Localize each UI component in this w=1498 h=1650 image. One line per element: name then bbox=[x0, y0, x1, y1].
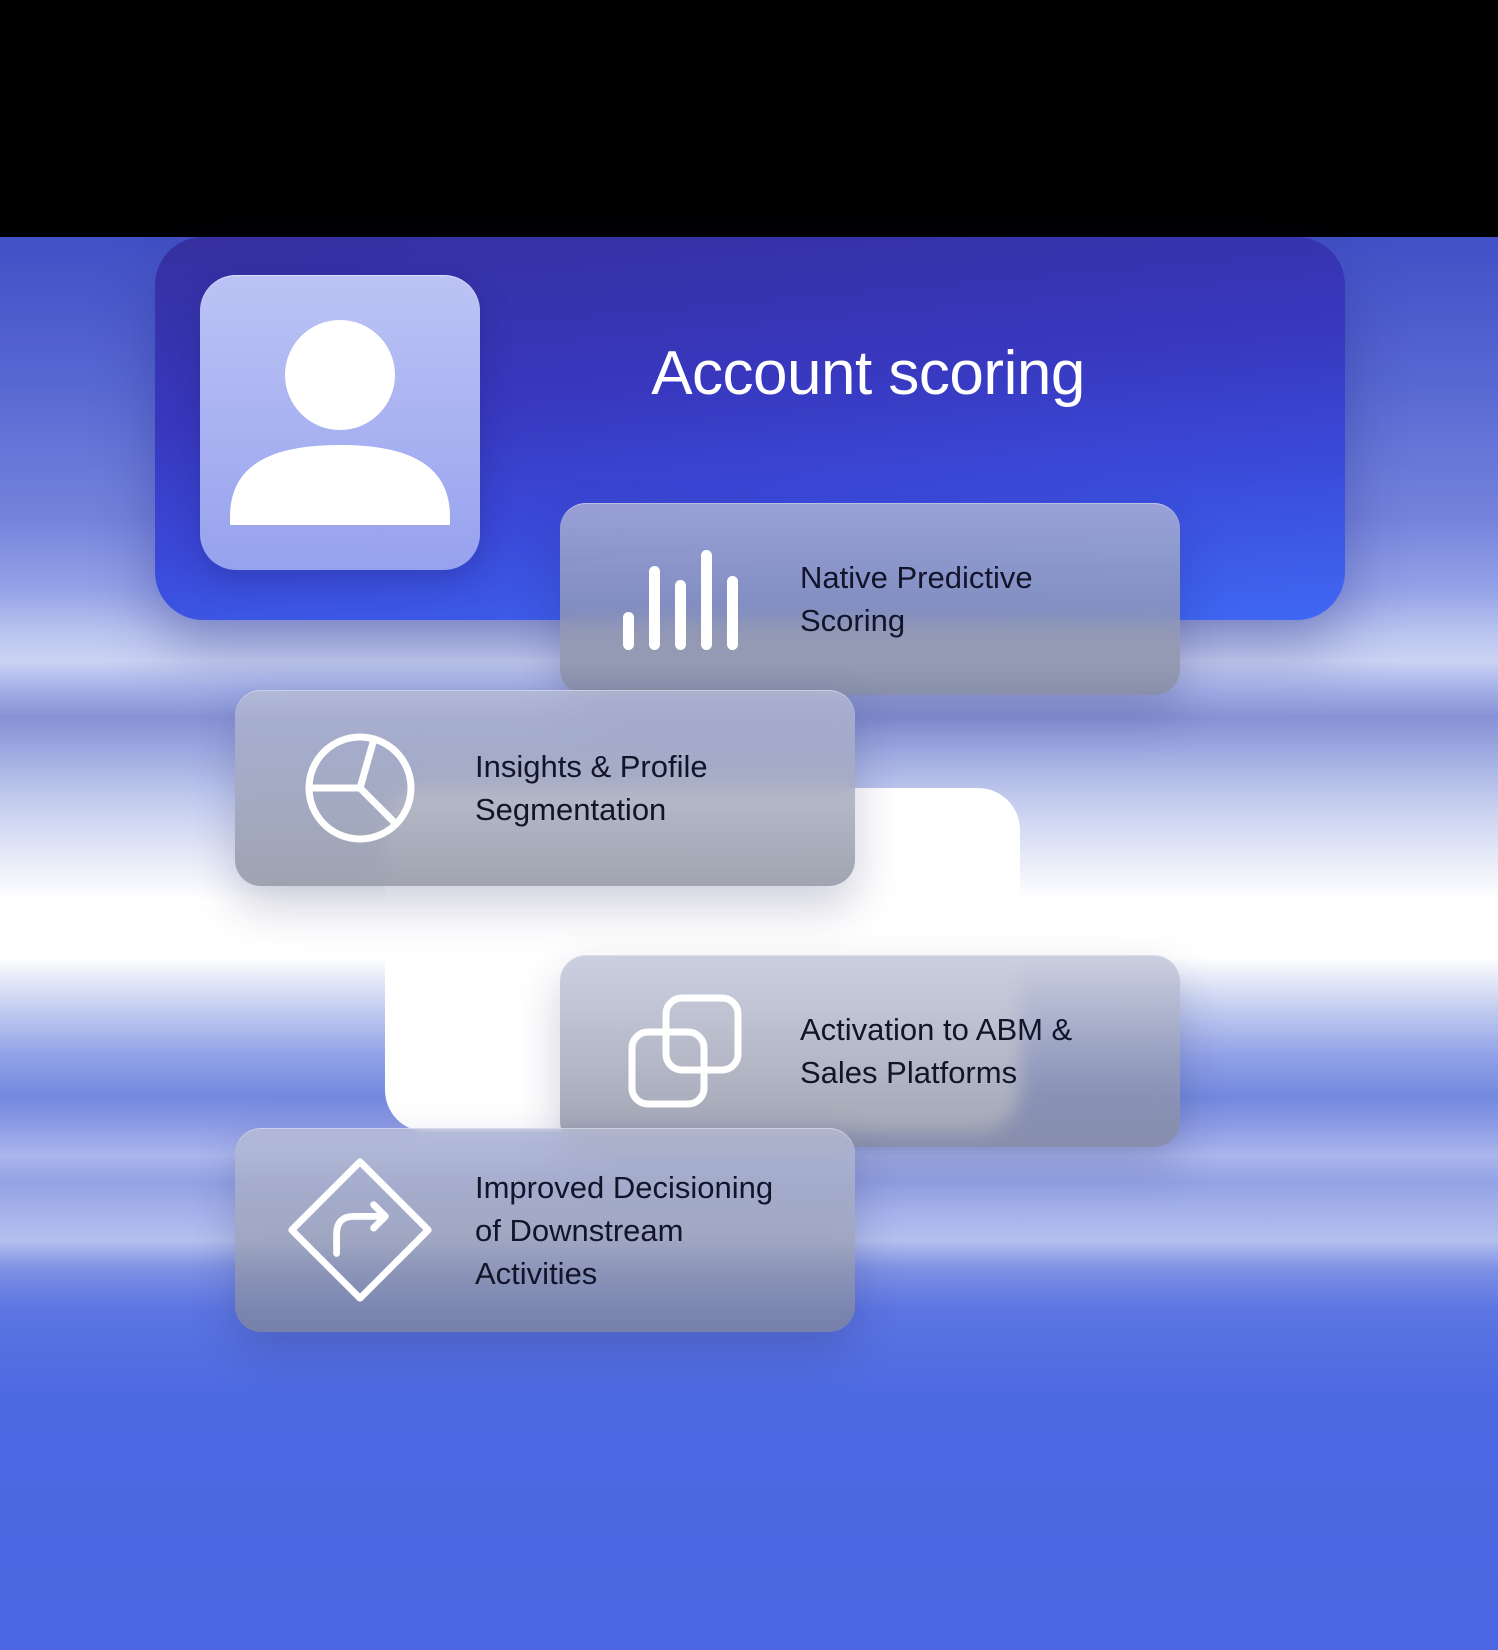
feature-label: Activation to ABM & Sales Platforms bbox=[800, 1012, 1073, 1090]
feature-card-improved-decisioning: Improved Decisioning of Downstream Activ… bbox=[235, 1128, 855, 1332]
overlapping-squares-icon bbox=[602, 990, 767, 1112]
feature-card-insights-profile-segmentation: Insights & Profile Segmentation bbox=[235, 690, 855, 886]
top-black-band bbox=[0, 0, 1498, 237]
feature-label: Insights & Profile Segmentation bbox=[475, 749, 708, 827]
feature-card-activation-abm-sales: Activation to ABM & Sales Platforms bbox=[560, 955, 1180, 1147]
page-title: Account scoring bbox=[651, 339, 1085, 408]
person-icon bbox=[230, 320, 450, 525]
decision-loop-icon bbox=[277, 1152, 442, 1308]
feature-card-native-predictive-scoring: Native Predictive Scoring bbox=[560, 503, 1180, 695]
avatar-tile bbox=[200, 275, 480, 570]
pie-chart-icon bbox=[277, 728, 442, 848]
bar-chart-icon bbox=[602, 546, 767, 652]
feature-label: Improved Decisioning of Downstream Activ… bbox=[475, 1169, 774, 1291]
feature-label: Native Predictive Scoring bbox=[800, 560, 1033, 638]
